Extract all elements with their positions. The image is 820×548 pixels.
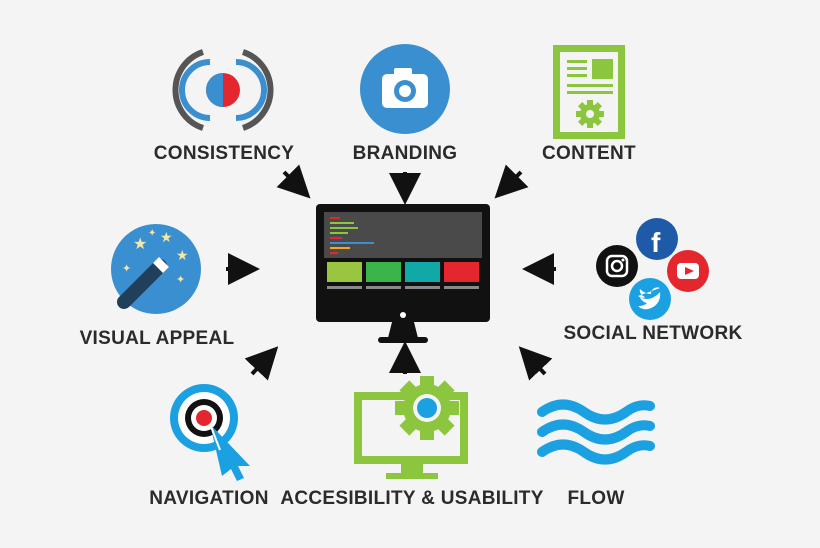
broadcast-icon: [172, 49, 274, 131]
label-consistency: CONSISTENCY: [153, 143, 295, 164]
svg-text:✦: ✦: [148, 228, 156, 239]
camera-icon: [360, 44, 450, 134]
svg-text:★: ★: [160, 229, 173, 245]
social-media-icons: f: [596, 218, 709, 320]
arrow-navigation: [244, 346, 279, 381]
monitor-gear-icon: [354, 376, 468, 479]
svg-text:★: ★: [176, 247, 189, 263]
arrow-consistency: [276, 164, 311, 199]
facebook-icon: [636, 218, 678, 260]
target-cursor-icon: [170, 384, 250, 481]
svg-text:✦: ✦: [176, 274, 185, 286]
label-social-network: SOCIAL NETWORK: [563, 323, 743, 344]
instagram-icon: [596, 245, 638, 287]
document-gear-icon: [553, 45, 625, 139]
magic-wand-icon: ★ ★ ★ ✦ ✦ ✦: [111, 224, 201, 314]
arrow-flow: [518, 346, 553, 381]
label-content: CONTENT: [542, 143, 636, 164]
label-accessibility-usability: ACCESIBILITY & USABILITY: [280, 488, 544, 509]
svg-text:★: ★: [133, 236, 147, 253]
label-navigation: NAVIGATION: [149, 488, 269, 509]
arrows: [226, 164, 556, 381]
waves-icon: [537, 399, 655, 465]
svg-text:f: f: [651, 227, 661, 258]
label-visual-appeal: VISUAL APPEAL: [79, 328, 235, 349]
label-branding: BRANDING: [352, 143, 458, 164]
label-flow: FLOW: [567, 488, 625, 509]
center-monitor-icon: [316, 204, 490, 343]
svg-text:✦: ✦: [122, 263, 131, 275]
arrow-content: [494, 164, 529, 199]
